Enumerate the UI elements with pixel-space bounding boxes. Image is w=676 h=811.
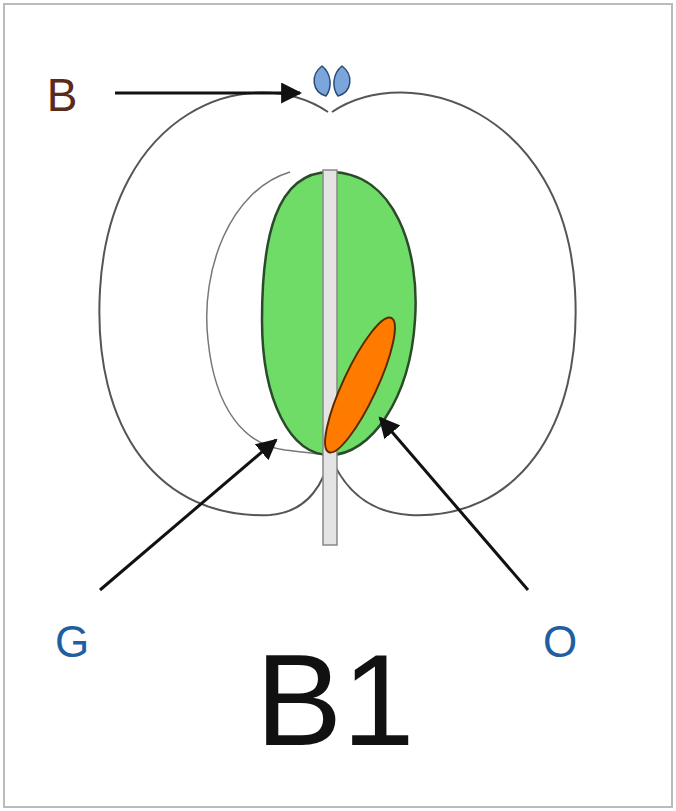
- part-label: O: [543, 620, 577, 664]
- part-label: B: [47, 72, 78, 118]
- part-label: G: [55, 620, 89, 664]
- frame-border: [4, 4, 672, 807]
- leader-arrow: [115, 92, 300, 95]
- leader-arrow: [380, 418, 528, 590]
- figure-label: B1: [255, 635, 414, 765]
- blue-bud: [334, 66, 350, 96]
- blue-bud: [314, 66, 330, 96]
- orange-organ: [313, 311, 406, 460]
- central-axis: [323, 170, 337, 545]
- leader-arrow: [100, 440, 276, 590]
